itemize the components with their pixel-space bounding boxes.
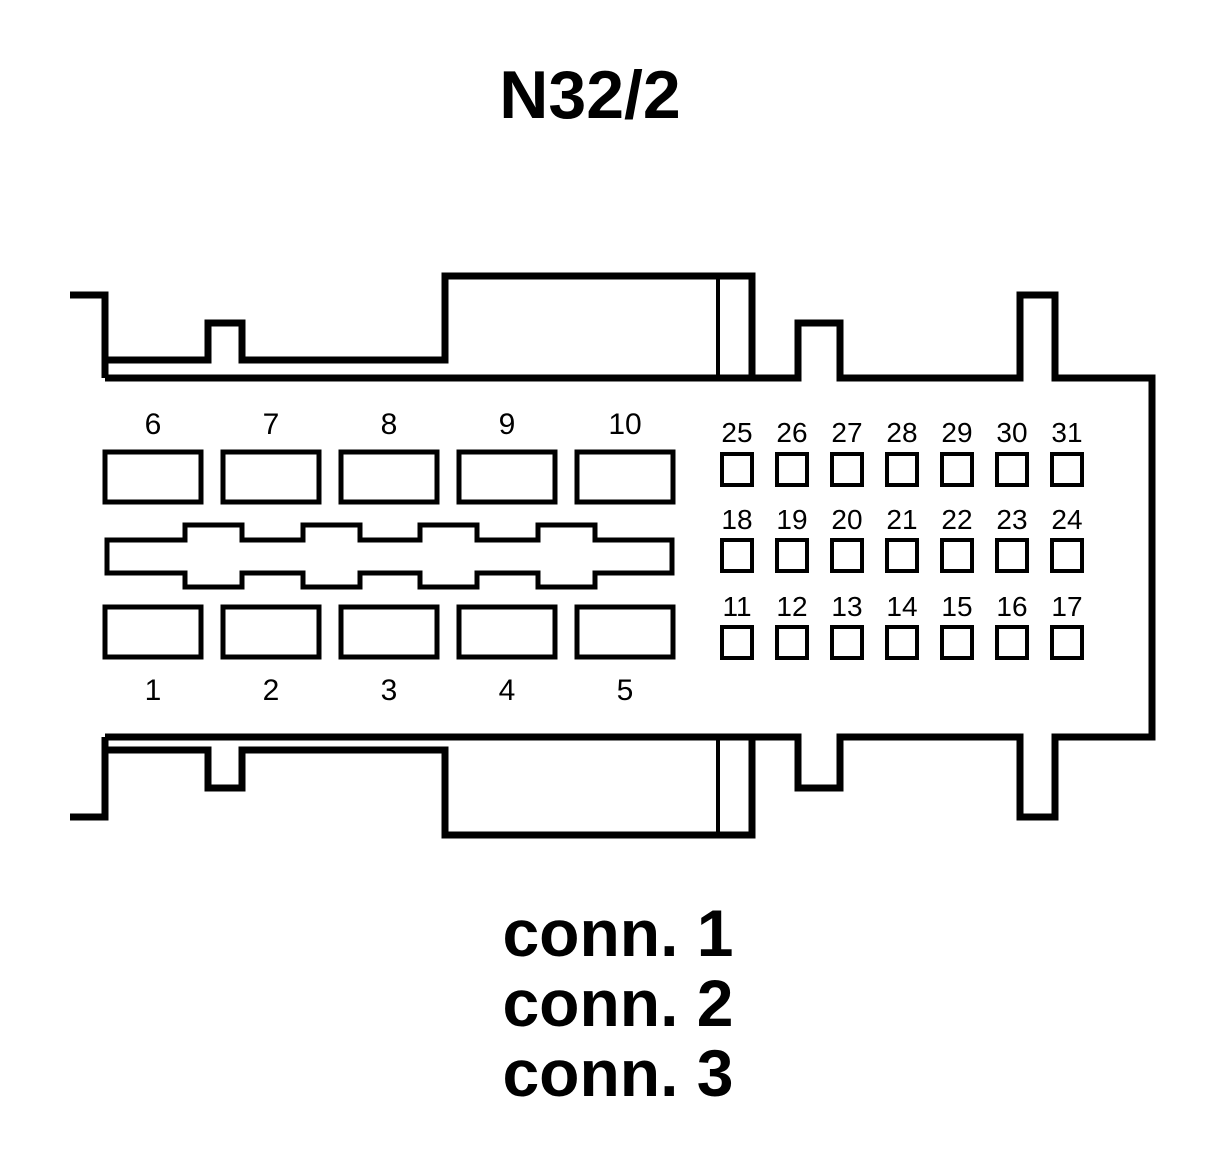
pin-cavity-26 [775,452,809,487]
conn-label-3: conn. 3 [502,1036,734,1110]
center-separator-strip [104,522,675,590]
pin-cavity-25 [720,452,754,487]
pin-cavity-1 [102,604,204,660]
pin-label-25: 25 [721,417,752,448]
pin-label-7: 7 [263,408,280,441]
pin-cavity-5 [574,604,676,660]
pin-cavity-4 [456,604,558,660]
pin-label-28: 28 [886,417,917,448]
connector-label-list: conn. 1 conn. 2 conn. 3 [0,898,1216,1108]
pin-label-1: 1 [145,674,162,707]
pin-cavity-3 [338,604,440,660]
pin-cavity-24 [1050,538,1084,573]
pin-label-4: 4 [499,674,516,707]
pin-cavity-16 [995,625,1029,660]
pin-cavity-29 [940,452,974,487]
pin-cavity-19 [775,538,809,573]
conn-label-2: conn. 2 [502,966,734,1040]
pin-label-12: 12 [776,591,807,622]
pin-cavity-30 [995,452,1029,487]
pin-label-10: 10 [608,408,641,441]
pin-cavity-14 [885,625,919,660]
pin-cavity-22 [940,538,974,573]
pin-label-22: 22 [941,504,972,535]
pin-label-9: 9 [499,408,516,441]
pin-label-14: 14 [886,591,917,622]
pin-cavity-23 [995,538,1029,573]
connector-housing-outline [70,272,1156,839]
conn-label-1: conn. 1 [502,896,734,970]
pin-cavity-8 [338,449,440,505]
pin-cavity-31 [1050,452,1084,487]
diagram-title: N32/2 [499,57,681,133]
pin-label-27: 27 [831,417,862,448]
pin-label-15: 15 [941,591,972,622]
pin-cavity-7 [220,449,322,505]
pin-cavity-2 [220,604,322,660]
pin-label-13: 13 [831,591,862,622]
pin-cavity-17 [1050,625,1084,660]
pin-cavity-12 [775,625,809,660]
pin-label-26: 26 [776,417,807,448]
pin-cavity-28 [885,452,919,487]
pin-label-31: 31 [1051,417,1082,448]
pin-cavity-18 [720,538,754,573]
pin-cavity-6 [102,449,204,505]
pin-label-6: 6 [145,408,162,441]
pin-cavity-10 [574,449,676,505]
pin-label-29: 29 [941,417,972,448]
pin-label-5: 5 [617,674,634,707]
pin-cavity-20 [830,538,864,573]
pin-label-11: 11 [722,591,751,622]
pin-label-3: 3 [381,674,398,707]
pin-label-20: 20 [831,504,862,535]
pin-label-24: 24 [1051,504,1082,535]
pin-label-17: 17 [1051,591,1082,622]
pin-label-23: 23 [996,504,1027,535]
pin-cavity-13 [830,625,864,660]
pin-cavity-9 [456,449,558,505]
pin-label-2: 2 [263,674,280,707]
pin-cavity-15 [940,625,974,660]
pin-label-21: 21 [886,504,917,535]
pin-label-19: 19 [776,504,807,535]
pin-label-18: 18 [721,504,752,535]
pin-label-16: 16 [996,591,1027,622]
pin-cavity-27 [830,452,864,487]
pin-cavity-11 [720,625,754,660]
pin-cavity-21 [885,538,919,573]
pin-label-30: 30 [996,417,1027,448]
pin-label-8: 8 [381,408,398,441]
